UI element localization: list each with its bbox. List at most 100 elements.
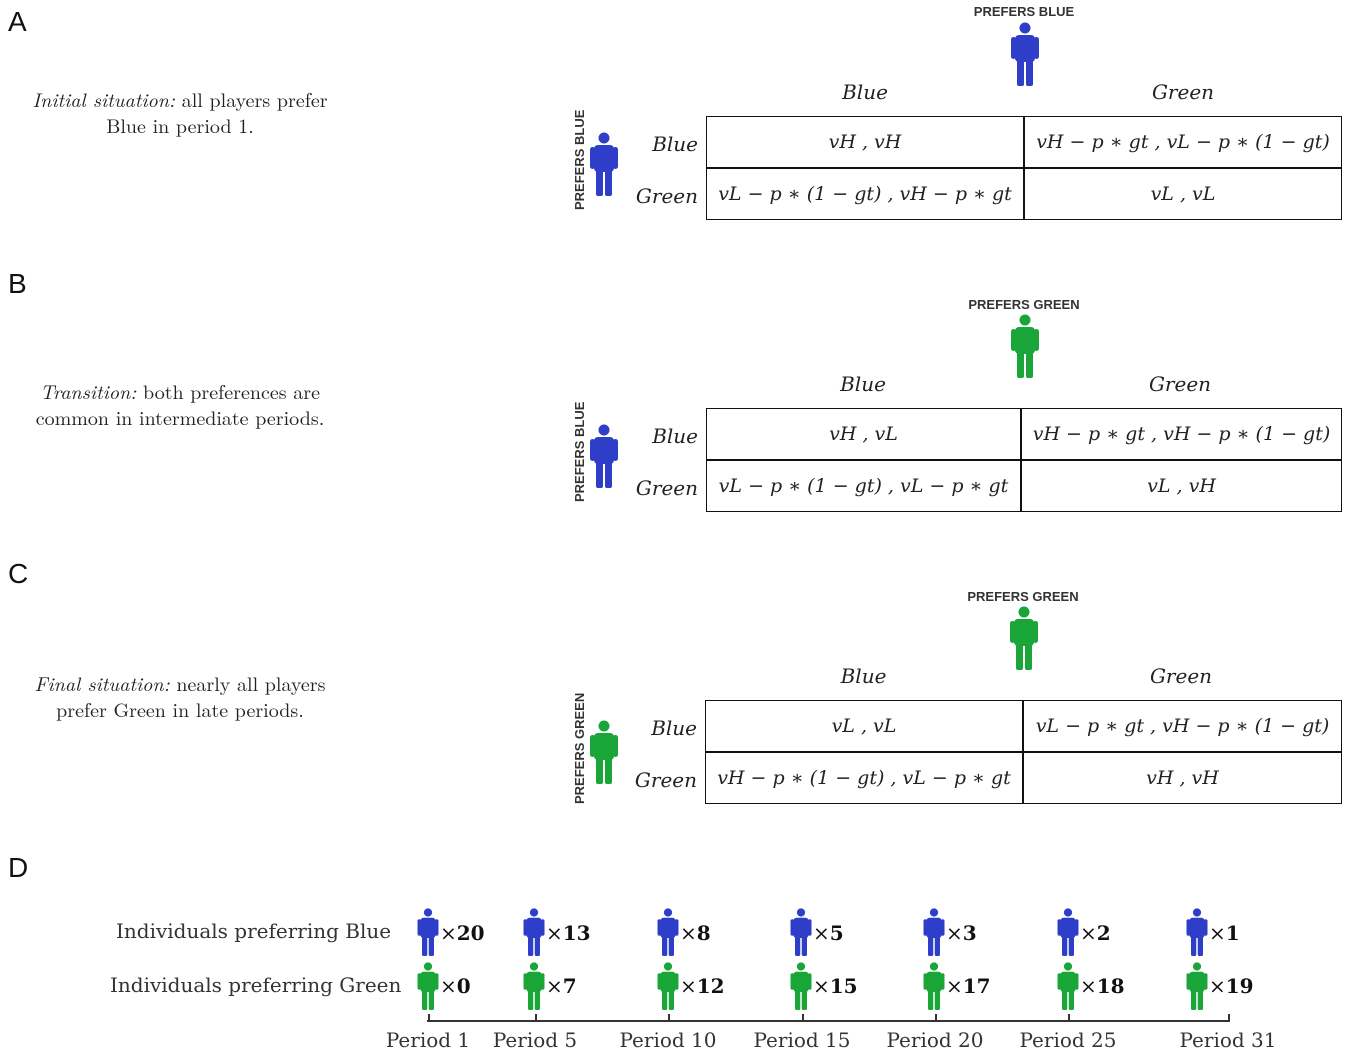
- green-count-label: ×17: [946, 974, 991, 998]
- panel-b-column-player-icon: [1011, 314, 1039, 378]
- panel-c-row-player-label: PREFERS GREEN: [572, 692, 587, 804]
- panel-b-cell-green-blue: vL − p ∗ (1 − gt) , vL − p ∗ gt: [718, 475, 1009, 497]
- panel-a-col-head-green: Green: [1151, 80, 1215, 104]
- panel-letter-c: C: [8, 558, 29, 589]
- panel-b-payoff-matrix: vH , vL vH − p ∗ gt , vH − p ∗ (1 − gt) …: [706, 408, 1342, 512]
- panel-c-desc-line2: prefer Green in late periods.: [56, 694, 304, 723]
- panel-a-cell-blue-blue: vH , vH: [828, 131, 902, 153]
- panel-b-desc-emphasis: Transition:: [40, 376, 137, 405]
- panel-a-payoff-matrix: vH , vH vH − p ∗ gt , vL − p ∗ (1 − gt) …: [706, 116, 1342, 220]
- blue-count-label: ×3: [946, 921, 977, 945]
- blue-person-icon: [657, 908, 679, 961]
- blue-person-icon: [417, 908, 439, 961]
- green-person-icon: [417, 962, 439, 1015]
- period-tick-label: Period 25: [1019, 1028, 1117, 1052]
- green-person-icon: [923, 962, 945, 1015]
- blue-count-label: ×2: [1080, 921, 1111, 945]
- panel-a-cell-green-blue: vL − p ∗ (1 − gt) , vH − p ∗ gt: [718, 183, 1012, 205]
- period-tick-label: Period 5: [492, 1028, 578, 1052]
- period-tick: [802, 1014, 804, 1022]
- blue-count-label: ×1: [1209, 921, 1240, 945]
- blue-person-icon: [1057, 908, 1079, 961]
- panel-c-row-player-icon: [590, 720, 618, 784]
- panel-a-column-player-icon: [1011, 22, 1039, 86]
- blue-person-icon: [1186, 908, 1208, 961]
- panel-c-row-head-blue: Blue: [651, 716, 697, 740]
- period-tick-label: Period 31: [1179, 1028, 1277, 1052]
- period-tick-label: Period 15: [753, 1028, 851, 1052]
- green-count-label: ×18: [1080, 974, 1125, 998]
- green-person-icon: [790, 962, 812, 1015]
- blue-person-icon: [790, 908, 812, 961]
- panel-c-row-head-green: Green: [634, 768, 697, 792]
- period-tick: [1228, 1014, 1230, 1022]
- green-person-icon: [523, 962, 545, 1015]
- panel-a-row-head-blue: Blue: [652, 132, 698, 156]
- panel-c-description: Final situation: nearly all players pref…: [0, 670, 360, 722]
- panel-c-column-player-icon: [1010, 606, 1038, 670]
- panel-c-desc-rest: nearly all players: [176, 668, 326, 697]
- period-axis-line: [427, 1020, 1229, 1022]
- panel-b-column-player-label: PREFERS GREEN: [968, 297, 1080, 312]
- green-count-label: ×7: [546, 974, 577, 998]
- blue-row-title: Individuals preferring Blue: [116, 919, 392, 943]
- panel-a-row-head-green: Green: [635, 184, 698, 208]
- panel-b-description: Transition: both preferences are common …: [0, 378, 360, 430]
- panel-a-col-head-blue: Blue: [842, 80, 888, 104]
- panel-b-cell-blue-blue: vH , vL: [829, 423, 898, 445]
- panel-c-col-head-green: Green: [1149, 664, 1213, 688]
- panel-b-cell-green-green: vL , vH: [1147, 475, 1216, 497]
- panel-b-desc-line2: common in intermediate periods.: [35, 402, 325, 431]
- panel-a-row-player-label: PREFERS BLUE: [572, 109, 587, 210]
- period-tick: [935, 1014, 937, 1022]
- panel-b-desc-rest: both preferences are: [143, 376, 320, 405]
- panel-c-cell-green-green: vH , vH: [1146, 767, 1219, 789]
- period-tick-label: Period 1: [385, 1028, 471, 1052]
- panel-a-row-player-icon: [590, 132, 618, 196]
- panel-b-col-head-blue: Blue: [840, 372, 886, 396]
- panel-letter-a: A: [8, 6, 27, 37]
- panel-letter-d: D: [8, 852, 29, 883]
- blue-count-label: ×8: [680, 921, 711, 945]
- green-row-title: Individuals preferring Green: [110, 973, 402, 997]
- blue-person-icon: [923, 908, 945, 961]
- panel-a-cell-green-green: vL , vL: [1150, 183, 1216, 205]
- blue-person-icon: [523, 908, 545, 961]
- panel-c-column-player-label: PREFERS GREEN: [967, 589, 1079, 604]
- period-tick-label: Period 20: [886, 1028, 984, 1052]
- panel-c-cell-blue-green: vL − p ∗ gt , vH − p ∗ (1 − gt): [1035, 715, 1330, 737]
- period-tick: [535, 1014, 537, 1022]
- panel-c-cell-green-blue: vH − p ∗ (1 − gt) , vL − p ∗ gt: [717, 767, 1011, 789]
- panel-b-col-head-green: Green: [1148, 372, 1212, 396]
- green-count-label: ×0: [440, 974, 471, 998]
- panel-b-row-player-label: PREFERS BLUE: [572, 401, 587, 502]
- period-tick: [428, 1014, 430, 1022]
- blue-count-label: ×5: [813, 921, 844, 945]
- green-count-label: ×15: [813, 974, 858, 998]
- panel-a-desc-emphasis: Initial situation:: [32, 84, 176, 113]
- panel-letter-b: B: [8, 268, 27, 299]
- green-person-icon: [657, 962, 679, 1015]
- panel-c-payoff-matrix: vL , vL vL − p ∗ gt , vH − p ∗ (1 − gt) …: [705, 700, 1342, 804]
- panel-a-desc-rest: all players prefer: [181, 84, 328, 113]
- panel-a-column-player-label: PREFERS BLUE: [973, 4, 1075, 19]
- panel-a-desc-line2: Blue in period 1.: [106, 110, 254, 139]
- panel-b-row-head-blue: Blue: [652, 424, 698, 448]
- panel-b-row-player-icon: [590, 424, 618, 488]
- green-count-label: ×19: [1209, 974, 1254, 998]
- blue-count-label: ×13: [546, 921, 591, 945]
- green-person-icon: [1186, 962, 1208, 1015]
- period-tick-label: Period 10: [619, 1028, 717, 1052]
- blue-count-label: ×20: [440, 921, 485, 945]
- panel-a-cell-blue-green: vH − p ∗ gt , vL − p ∗ (1 − gt): [1036, 131, 1330, 153]
- panel-c-desc-emphasis: Final situation:: [34, 668, 170, 697]
- panel-a-description: Initial situation: all players prefer Bl…: [0, 86, 360, 138]
- green-count-label: ×12: [680, 974, 725, 998]
- green-person-icon: [1057, 962, 1079, 1015]
- period-tick: [668, 1014, 670, 1022]
- panel-c-cell-blue-blue: vL , vL: [831, 715, 897, 737]
- panel-b-row-head-green: Green: [635, 476, 698, 500]
- panel-b-cell-blue-green: vH − p ∗ gt , vH − p ∗ (1 − gt): [1032, 423, 1331, 445]
- period-tick: [1068, 1014, 1070, 1022]
- panel-c-col-head-blue: Blue: [840, 664, 887, 688]
